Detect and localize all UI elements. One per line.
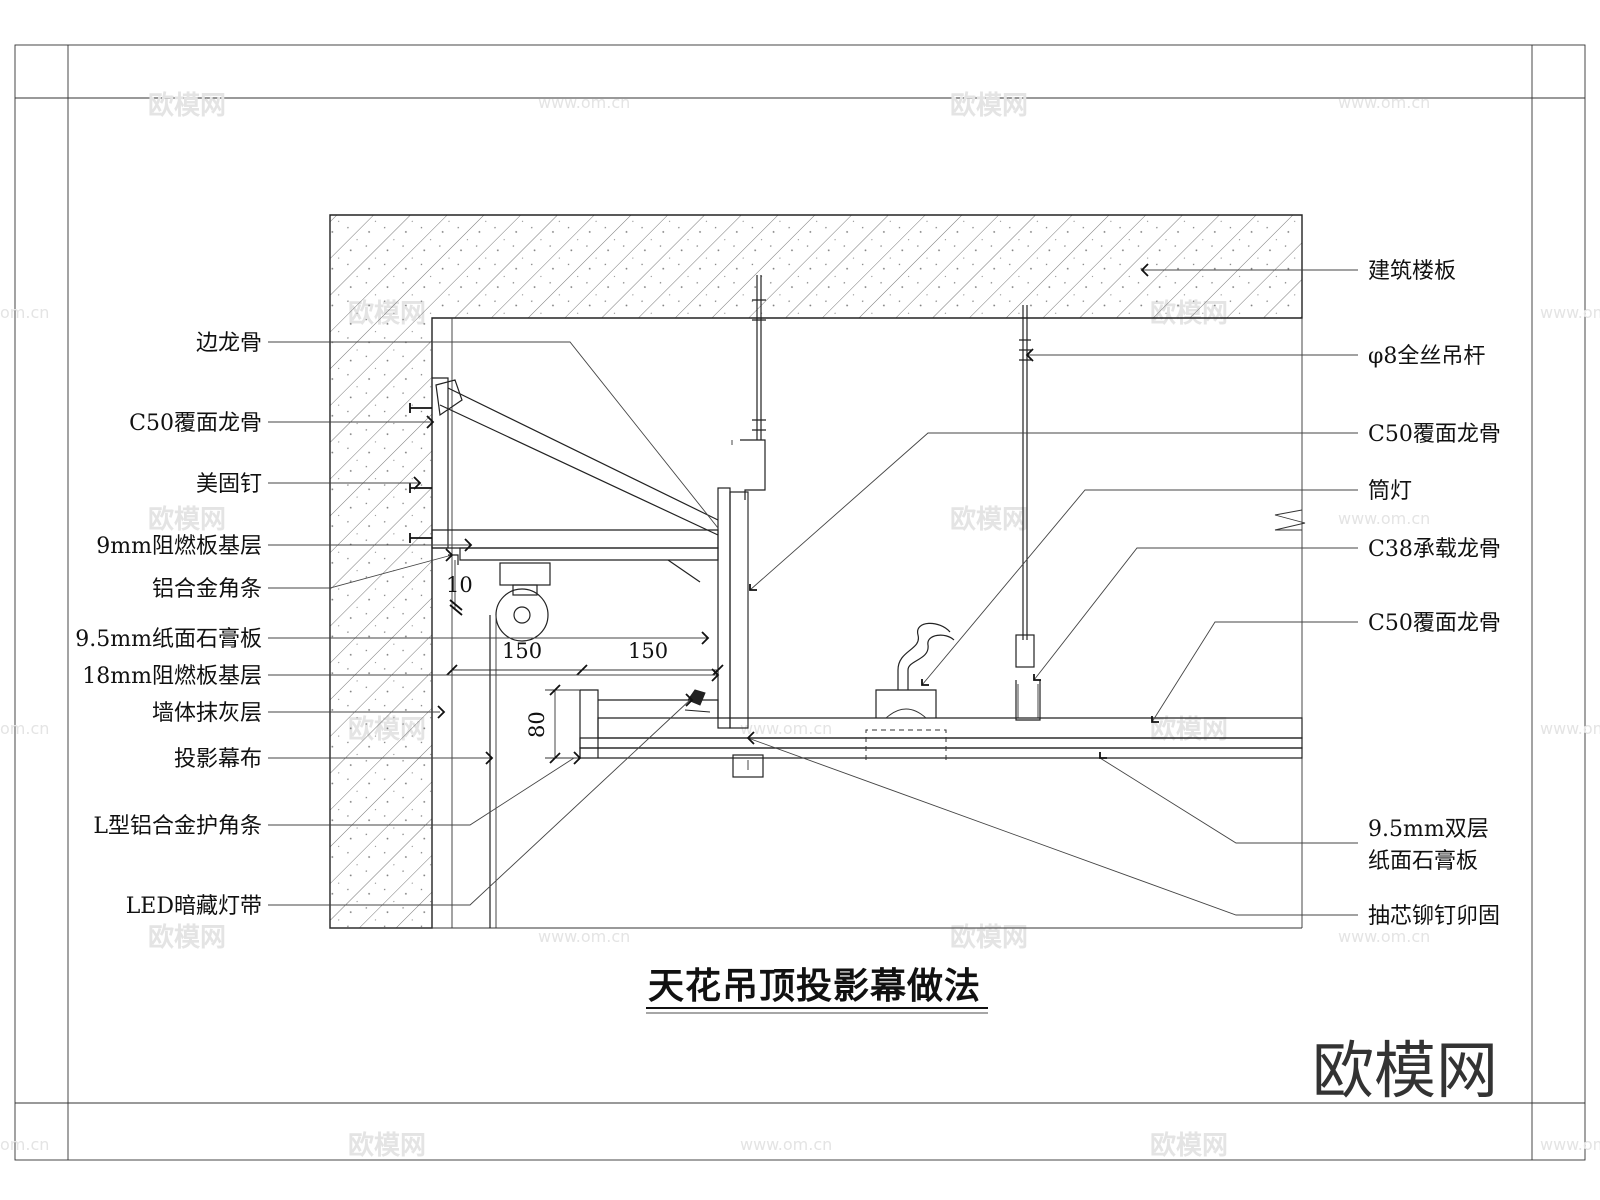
label-led-strip: LED暗藏灯带 (126, 894, 262, 919)
wall-bracket (431, 377, 719, 583)
dimension-10: 10 (446, 573, 473, 597)
label-building-slab: 建筑楼板 (1368, 259, 1456, 284)
label-c50-keel-left: C50覆面龙骨 (129, 411, 262, 436)
watermark-url: www.om.cn (1540, 719, 1600, 738)
dimension-150-left: 150 (502, 639, 542, 663)
watermark-url: www.om.cn (1540, 1135, 1600, 1154)
watermark-logo: 欧模网 (1150, 714, 1228, 745)
watermark-url: www.om.cn (1338, 93, 1430, 112)
label-double-gypsum-line1: 9.5mm双层 (1368, 817, 1489, 842)
label-c50-keel-right-lower: C50覆面龙骨 (1368, 611, 1501, 636)
label-l-corner-guard: L型铝合金护角条 (93, 814, 262, 839)
label-9mm-board: 9mm阻燃板基层 (96, 534, 262, 559)
watermark-edge: om.cn (0, 1135, 49, 1154)
watermark-url: www.om.cn (740, 1135, 832, 1154)
label-wall-plaster: 墙体抹灰层 (152, 701, 262, 726)
labels-right: 建筑楼板 φ8全丝吊杆 C50覆面龙骨 筒灯 C38承载龙骨 C50覆面龙骨 9… (1368, 259, 1501, 929)
hanger-rod-right (1015, 305, 1041, 721)
label-hanger-rod: φ8全丝吊杆 (1368, 344, 1485, 369)
led-strip (684, 689, 711, 713)
watermark-url: www.om.cn (1338, 927, 1430, 946)
label-c50-keel-right-upper: C50覆面龙骨 (1368, 422, 1501, 447)
watermark-url: www.om.cn (1540, 303, 1600, 322)
dimension-150-right: 150 (628, 639, 668, 663)
watermark-url: www.om.cn (740, 719, 832, 738)
break-line-symbol (1274, 509, 1306, 531)
downlight (865, 622, 955, 760)
label-projection-screen: 投影幕布 (174, 747, 262, 772)
watermark-edge: om.cn (0, 303, 49, 322)
label-edge-keel: 边龙骨 (196, 331, 262, 356)
hanger-rod-left (731, 275, 766, 500)
watermark-logo: 欧模网 (950, 90, 1028, 121)
watermark-url: www.om.cn (538, 93, 630, 112)
brand-logo: 欧模网 (1312, 1034, 1498, 1107)
leader-arrows-left (413, 415, 720, 765)
ceiling-boards (579, 689, 1303, 778)
leader-lines-left (268, 341, 719, 906)
label-18mm-board: 18mm阻燃板基层 (82, 664, 262, 689)
vertical-drop-panel (717, 487, 749, 729)
label-c38-keel: C38承载龙骨 (1368, 537, 1501, 562)
label-aluminum-angle: 铝合金角条 (152, 577, 262, 602)
watermark-logo: 欧模网 (148, 922, 226, 953)
watermark-logo: 欧模网 (1150, 1130, 1228, 1161)
watermark-url: www.om.cn (1338, 509, 1430, 528)
watermark-url: www.om.cn (538, 927, 630, 946)
watermark-logo: 欧模网 (348, 1130, 426, 1161)
label-anchor-nail: 美固钉 (196, 472, 262, 497)
label-gypsum-board: 9.5mm纸面石膏板 (75, 627, 262, 652)
watermark-logo: 欧模网 (148, 90, 226, 121)
watermark-logo: 欧模网 (148, 504, 226, 535)
label-blind-rivet: 抽芯铆钉卯固 (1368, 904, 1500, 929)
watermark-edge: om.cn (0, 719, 49, 738)
label-downlight: 筒灯 (1368, 479, 1412, 504)
leader-lines-right (747, 269, 1358, 916)
watermarks: 欧模网 www.om.cn 欧模网 www.om.cn om.cn 欧模网 欧模… (0, 90, 1600, 1161)
watermark-logo: 欧模网 (950, 922, 1028, 953)
dimension-lines (446, 560, 724, 764)
dimension-80: 80 (525, 711, 549, 738)
label-double-gypsum-line2: 纸面石膏板 (1368, 849, 1478, 874)
sheet-frame (14, 44, 1586, 1161)
drawing-title: 天花吊顶投影幕做法 (648, 966, 981, 1007)
labels-left: 边龙骨 C50覆面龙骨 美固钉 9mm阻燃板基层 铝合金角条 9.5mm纸面石膏… (75, 331, 262, 919)
leader-arrows-right (746, 263, 1159, 759)
anchor-screws (409, 403, 432, 543)
projector-screen-roll (489, 562, 551, 928)
concrete-slab-and-wall (329, 214, 1303, 929)
watermark-logo: 欧模网 (950, 504, 1028, 535)
